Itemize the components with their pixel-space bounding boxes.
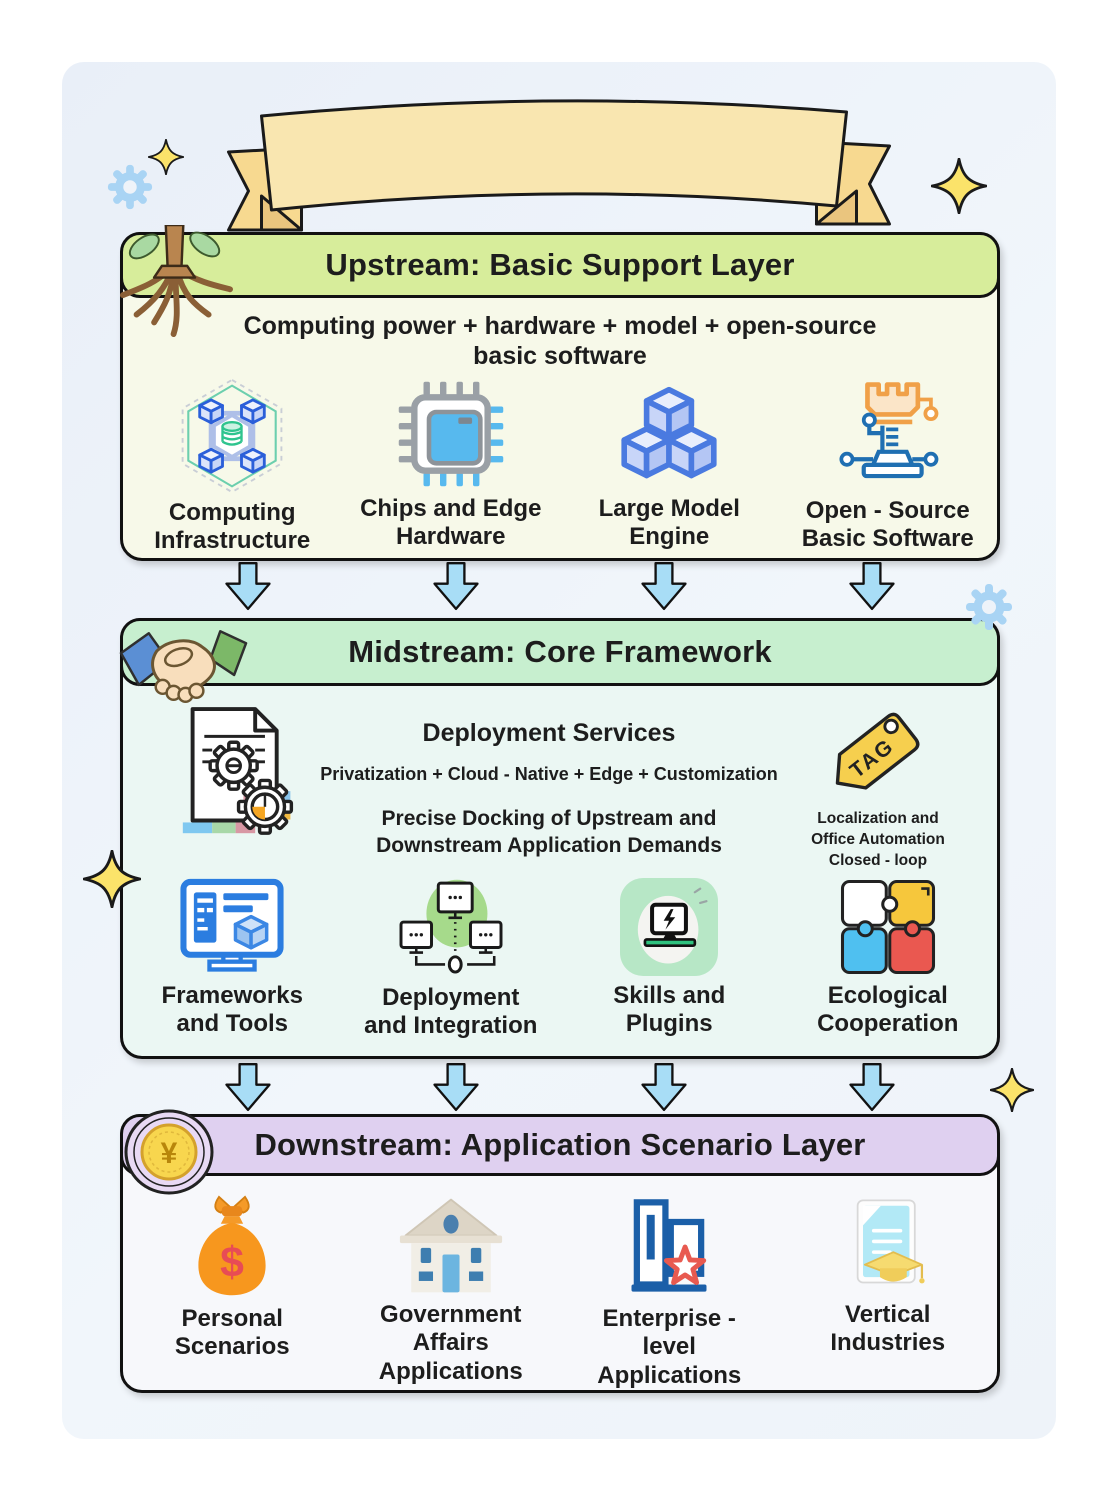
deployment-integration-icon	[399, 879, 503, 974]
upstream-subtitle: Computing power + hardware + model + ope…	[243, 312, 877, 370]
midstream-item-label: Skills and Plugins	[613, 981, 726, 1038]
chip-icon	[398, 381, 503, 487]
downstream-header: Downstream: Application Scenario Layer	[120, 1114, 1000, 1176]
downstream-item-label: Enterprise - level Applications	[597, 1305, 742, 1389]
midstream-item: Deployment and Integration	[342, 878, 561, 1041]
midstream-items-row: Frameworks and Tools	[123, 877, 998, 1041]
money-bag-icon: $	[198, 1195, 266, 1296]
down-arrow-icon	[433, 562, 479, 611]
docking-text: Precise Docking of Upstream and Downstre…	[376, 807, 722, 858]
rook-circuit-icon	[839, 382, 939, 479]
upstream-item: Open - Source Basic Software	[779, 379, 998, 556]
gear-icon	[966, 584, 1012, 630]
down-arrow-icon	[849, 1062, 895, 1112]
midstream-item: Frameworks and Tools	[123, 878, 342, 1041]
midstream-item: Ecological Cooperation	[779, 878, 998, 1041]
banner-ribbon	[227, 99, 891, 232]
yen-symbol: ¥	[161, 1137, 178, 1170]
down-arrow-icon	[641, 562, 687, 611]
midstream-item: Skills and Plugins	[560, 877, 779, 1041]
upstream-section: Upstream: Basic Support Layer Computing …	[119, 225, 1000, 561]
computing-infrastructure-icon	[181, 379, 283, 493]
downstream-item-label: Government Affairs Applications	[378, 1301, 523, 1385]
cubes-icon	[621, 386, 717, 479]
upstream-item-label: Computing Infrastructure	[154, 499, 311, 555]
document-gear-icon	[182, 707, 294, 835]
tag-caption: Localization and Office Automation Close…	[811, 810, 945, 869]
ecological-cooperation-icon	[840, 879, 935, 974]
sparkle-icon	[83, 850, 141, 908]
downstream-section: Downstream: Application Scenario Layer ¥…	[120, 1109, 1000, 1393]
downstream-item: Vertical Industries	[779, 1195, 998, 1390]
downstream-item-label: Vertical Industries	[830, 1301, 946, 1357]
midstream-header: Midstream: Core Framework	[120, 618, 1000, 686]
government-building-icon	[399, 1198, 502, 1293]
downstream-item: Enterprise - level Applications	[560, 1195, 779, 1390]
upstream-header: Upstream: Basic Support Layer	[120, 232, 1000, 298]
midstream-item-label: Ecological Cooperation	[817, 981, 959, 1038]
deployment-services-block: Deployment Services Privatization + Clou…	[315, 705, 783, 860]
gear-icon	[107, 164, 153, 210]
down-arrow-icon	[641, 1062, 687, 1112]
midstream-deployment-row: Deployment Services Privatization + Clou…	[123, 621, 997, 872]
upstream-item-label: Chips and Edge Hardware	[360, 495, 542, 551]
sparkle-icon	[990, 1068, 1034, 1112]
tag-block: TAG Localization and Office Automation C…	[783, 705, 973, 872]
midstream-item-label: Frameworks and Tools	[161, 981, 303, 1038]
downstream-item: Government Affairs Applications	[342, 1195, 561, 1390]
down-arrow-icon	[225, 562, 271, 611]
yen-coin-icon: ¥	[124, 1109, 214, 1195]
tree-roots-icon	[119, 225, 233, 337]
frameworks-tools-icon	[180, 878, 284, 972]
deployment-services-detail: Privatization + Cloud - Native + Edge + …	[320, 764, 778, 784]
upstream-item-label: Large Model Engine	[598, 495, 740, 551]
midstream-section: Midstream: Core Framework	[119, 618, 1000, 1059]
downstream-title: Downstream: Application Scenario Layer	[254, 1127, 866, 1162]
down-arrow-icon	[225, 1062, 271, 1112]
upstream-item: Large Model Engine	[560, 379, 779, 556]
midstream-title: Midstream: Core Framework	[348, 634, 772, 669]
downstream-item: $ Personal Scenarios	[123, 1195, 342, 1390]
upstream-item: Computing Infrastructure	[123, 379, 342, 556]
upstream-item: Chips and Edge Hardware	[342, 379, 561, 556]
sparkle-icon	[931, 158, 987, 214]
deployment-services-title: Deployment Services	[422, 719, 676, 747]
document-graduation-icon	[856, 1199, 925, 1284]
skills-plugins-icon	[620, 877, 719, 976]
tag-icon: TAG	[835, 712, 920, 790]
upstream-items-row: Computing Infrastructure	[123, 379, 997, 556]
sparkle-icon	[148, 139, 184, 175]
handshake-icon	[119, 630, 248, 703]
upstream-item-label: Open - Source Basic Software	[801, 497, 974, 553]
downstream-items-row: $ Personal Scenarios Government Affairs …	[123, 1195, 997, 1390]
upstream-title: Upstream: Basic Support Layer	[325, 247, 795, 282]
arrows-midstream-to-downstream	[120, 1062, 1000, 1113]
downstream-item-label: Personal Scenarios	[174, 1305, 290, 1361]
down-arrow-icon	[433, 1062, 479, 1112]
down-arrow-icon	[849, 562, 895, 611]
dollar-symbol: $	[220, 1239, 244, 1287]
arrows-upstream-to-midstream	[120, 561, 1000, 612]
midstream-item-label: Deployment and Integration	[364, 983, 538, 1040]
enterprise-buildings-icon	[631, 1199, 707, 1292]
